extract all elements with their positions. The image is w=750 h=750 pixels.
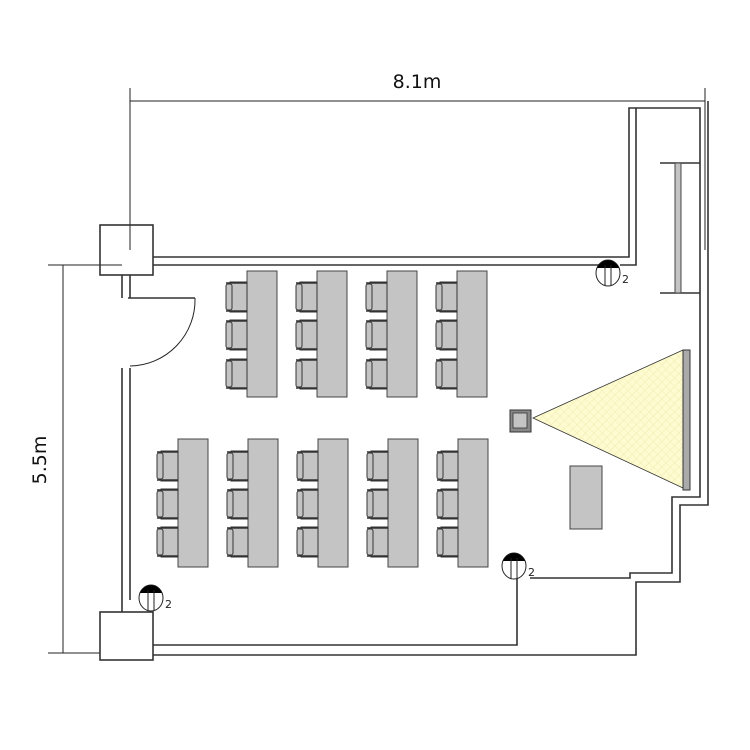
power-outlet: 2 — [501, 552, 535, 580]
desk — [457, 438, 489, 568]
chair — [365, 358, 388, 390]
chair — [295, 281, 318, 313]
desk — [177, 438, 209, 568]
desk-group — [296, 438, 349, 568]
desk — [456, 270, 488, 398]
power-outlet: 2 — [595, 259, 629, 287]
power-outlet: 2 — [138, 584, 172, 612]
chair — [225, 281, 248, 313]
chair — [366, 450, 389, 482]
desk-group — [435, 270, 488, 398]
whiteboard — [660, 162, 700, 294]
outlets: 2 2 2 — [138, 259, 629, 612]
chair — [226, 450, 249, 482]
desk — [246, 270, 278, 398]
chair — [366, 488, 389, 520]
chair — [436, 450, 459, 482]
chair — [225, 319, 248, 351]
desk — [316, 270, 348, 398]
chair — [156, 488, 179, 520]
chair — [296, 450, 319, 482]
chair — [225, 358, 248, 390]
chair — [156, 450, 179, 482]
chair — [435, 319, 458, 351]
desk — [247, 438, 279, 568]
height-label: 5.5m — [29, 436, 51, 485]
chair — [296, 526, 319, 558]
chair — [436, 526, 459, 558]
seating — [156, 270, 489, 568]
desk-group — [366, 438, 419, 568]
desk-group — [365, 270, 418, 398]
chair — [365, 281, 388, 313]
outlet-count: 2 — [528, 566, 535, 579]
chair — [435, 281, 458, 313]
outlet-count: 2 — [165, 598, 172, 611]
chair — [436, 488, 459, 520]
chair — [295, 358, 318, 390]
width-dimension: 8.1m — [129, 71, 706, 250]
chair — [295, 319, 318, 351]
width-label: 8.1m — [393, 71, 442, 93]
door — [128, 297, 196, 367]
walls — [99, 101, 709, 661]
chair — [156, 526, 179, 558]
chair — [226, 526, 249, 558]
projection-screen — [682, 349, 691, 491]
chair — [226, 488, 249, 520]
desk-group — [436, 438, 489, 568]
desk-group — [156, 438, 209, 568]
desk — [317, 438, 349, 568]
projector — [509, 409, 532, 433]
desk — [386, 270, 418, 398]
desk-group — [226, 438, 279, 568]
chair — [366, 526, 389, 558]
desk-group — [295, 270, 348, 398]
desk — [387, 438, 419, 568]
lectern-desk — [569, 465, 603, 530]
outlet-count: 2 — [622, 273, 629, 286]
height-dimension: 5.5m — [29, 264, 122, 654]
projection-beam — [532, 349, 684, 489]
chair — [435, 358, 458, 390]
desk-group — [225, 270, 278, 398]
chair — [365, 319, 388, 351]
chair — [296, 488, 319, 520]
